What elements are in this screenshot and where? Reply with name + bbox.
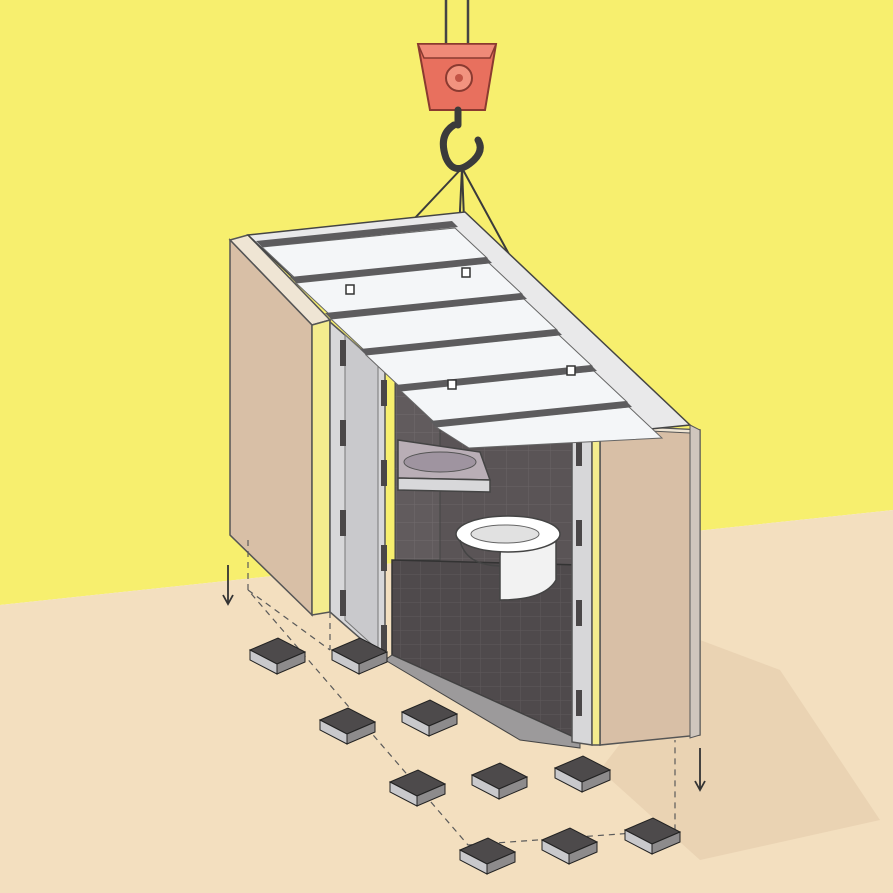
right-end-panel (600, 425, 700, 745)
left-insulation-strip (312, 320, 330, 615)
left-wall-inner-face (345, 335, 378, 650)
right-insulation-strip (592, 425, 600, 745)
right-long-wall-edge (690, 425, 700, 738)
